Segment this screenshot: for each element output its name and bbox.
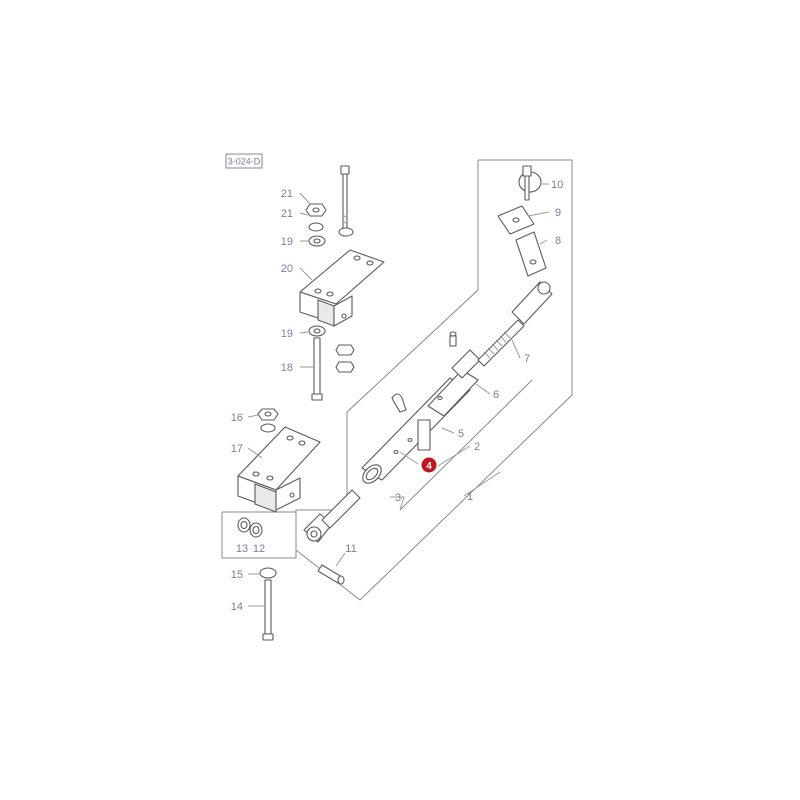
- plate-9: [497, 205, 535, 235]
- nut-21a: [305, 203, 327, 217]
- leader-lines: [247, 183, 550, 607]
- ball-joint-lower: [303, 489, 361, 543]
- callout-13: 13: [236, 543, 248, 555]
- reference-code-box: 3-024-D: [225, 153, 263, 169]
- callout-18: 18: [281, 362, 293, 374]
- bracket-17: [237, 426, 321, 513]
- nuts-right: [335, 344, 355, 373]
- callout-4-highlighted[interactable]: 4: [421, 457, 437, 473]
- bolt-18: [311, 337, 323, 401]
- bolt-long-top: [340, 165, 350, 237]
- callout-3: 3: [395, 492, 401, 504]
- callout-17: 17: [231, 443, 243, 455]
- sleeve-6: [449, 331, 481, 379]
- assembly-frame-inner: [399, 379, 533, 511]
- callout-10: 10: [551, 179, 563, 191]
- linch-pin-10: [518, 165, 542, 201]
- callout-6: 6: [493, 389, 499, 401]
- callout-21a: 21: [281, 188, 293, 200]
- callout-labels: 21 21 19 20 19 18 16 17 13 12 15 14 11 3…: [231, 179, 564, 613]
- washer-top-right: [338, 227, 354, 237]
- callout-7: 7: [524, 353, 530, 365]
- callout-19b: 19: [281, 328, 293, 340]
- callout-19a: 19: [281, 236, 293, 248]
- washer-21b: [308, 222, 324, 232]
- bracket-20: [299, 249, 385, 327]
- washer-16-lower: [260, 423, 276, 433]
- washer-15: [259, 567, 277, 579]
- callout-21b: 21: [281, 208, 293, 220]
- callout-11: 11: [345, 543, 356, 555]
- callout-15: 15: [231, 569, 243, 581]
- bolt-14: [262, 579, 274, 641]
- pin-11: [317, 564, 345, 585]
- reference-code: 3-024-D: [228, 157, 261, 167]
- washer-19-bottom: [308, 325, 326, 337]
- nut-16: [257, 408, 279, 421]
- callout-2: 2: [474, 441, 480, 453]
- body-5: [427, 369, 479, 417]
- clip-left: [391, 393, 407, 413]
- bushing-12: [249, 522, 263, 538]
- callout-5: 5: [458, 428, 464, 440]
- callout-4-label: 4: [426, 461, 432, 472]
- callout-12: 12: [253, 543, 265, 555]
- callout-8: 8: [555, 235, 561, 247]
- threaded-rod-7: [477, 281, 553, 367]
- assembly-frame-lower: [221, 511, 297, 559]
- callout-1: 1: [467, 491, 473, 503]
- callout-20: 20: [281, 263, 293, 275]
- bracket-8: [515, 231, 547, 277]
- callout-16: 16: [231, 412, 243, 424]
- callout-9: 9: [555, 207, 561, 219]
- bushing-13: [237, 517, 251, 533]
- washer-19-top: [308, 235, 326, 247]
- callout-14: 14: [231, 601, 243, 613]
